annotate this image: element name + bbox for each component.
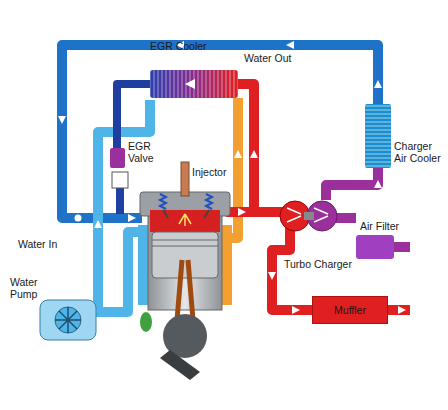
egr-cooler bbox=[150, 70, 238, 98]
oil-pump bbox=[140, 312, 152, 332]
part-label: EGR Cooler bbox=[150, 40, 210, 52]
tail-pipe bbox=[388, 305, 410, 315]
part-label: Water Out bbox=[244, 52, 314, 64]
pipes bbox=[62, 45, 410, 312]
junction-dot bbox=[75, 215, 82, 222]
air-filter bbox=[356, 235, 394, 259]
part-label: EGR Valve bbox=[128, 140, 168, 164]
water-jacket bbox=[138, 225, 148, 305]
turbo-shaft bbox=[304, 212, 314, 220]
coolant-pipe bbox=[96, 232, 138, 312]
pump-impeller bbox=[55, 307, 81, 333]
node-text: Muffler bbox=[334, 304, 366, 316]
part-label: Air Filter bbox=[360, 220, 430, 232]
flow-arrow bbox=[185, 79, 195, 89]
muffler-box: Muffler bbox=[312, 296, 388, 324]
part-label: Charger Air Cooler bbox=[394, 140, 444, 164]
water-pump bbox=[40, 300, 96, 340]
charge-air-cooler bbox=[365, 104, 391, 168]
intake-pipe bbox=[336, 213, 356, 223]
part-label: Water Pump bbox=[10, 276, 60, 300]
piston bbox=[152, 232, 218, 278]
part-label: Turbo Charger bbox=[284, 258, 374, 270]
egr-valve-body bbox=[112, 172, 128, 188]
charge-air-cooler-fins bbox=[365, 104, 391, 168]
exhaust-egr-pipe bbox=[238, 84, 254, 212]
water-jacket bbox=[222, 225, 232, 305]
egr-pipe bbox=[116, 188, 124, 214]
part-label: Injector bbox=[192, 166, 252, 178]
flow-arrows bbox=[58, 41, 406, 314]
egr-cooler-fins bbox=[150, 70, 238, 98]
compressed-air-pipe bbox=[326, 168, 378, 200]
crank-web bbox=[160, 350, 200, 380]
combustion-chamber bbox=[150, 210, 220, 232]
injector bbox=[181, 162, 189, 196]
intake-pipe bbox=[394, 242, 410, 252]
part-label: Water In bbox=[18, 238, 78, 250]
egr-valve bbox=[110, 148, 125, 168]
